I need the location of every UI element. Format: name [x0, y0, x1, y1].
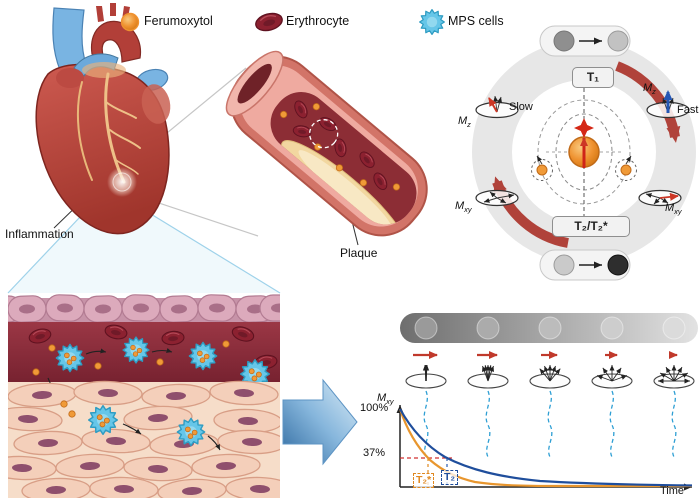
t1-signal-pill — [539, 25, 631, 57]
legend-icons — [120, 9, 445, 35]
legend-label-mps-cells: MPS cells — [448, 14, 504, 28]
plaque-label: Plaque — [340, 246, 378, 260]
t2star-decay-curve — [398, 408, 692, 488]
mxy-label-left: Mxy — [455, 200, 472, 215]
t2-label-box: T₂/T₂* — [552, 216, 630, 237]
mz-label-right: Mz — [643, 82, 656, 97]
dephasing-connector-squiggles — [423, 390, 677, 458]
mri-cycle-diagram — [472, 25, 696, 281]
erythrocyte-icon — [253, 10, 285, 34]
inflammation-glow — [107, 167, 137, 197]
slow-label: Slow — [509, 101, 533, 113]
t2-signal-pill — [539, 249, 631, 281]
t2star-label: T₂* — [413, 473, 435, 488]
signal-decay-diagram — [396, 313, 698, 491]
legend-label-erythrocyte: Erythrocyte — [286, 14, 350, 28]
gray-cycle-ring — [472, 40, 696, 264]
y-axis-37-label: 37% — [363, 447, 386, 459]
artery-lumen — [270, 92, 417, 225]
ferumoxytol-icon — [120, 12, 140, 32]
atrial-appendage — [56, 68, 84, 88]
graph-mxy-label: Mxy — [377, 392, 394, 407]
cycle-arrow-upper-right — [615, 61, 681, 143]
satellite-particle — [531, 155, 553, 181]
legend-label-ferumoxytol: Ferumoxytol — [144, 14, 213, 28]
t1-label-box: T₁ — [572, 67, 614, 88]
mz-label-left: Mz — [458, 115, 471, 130]
fast-label: Fast — [677, 104, 699, 116]
mxy-label-right: Mxy — [665, 202, 682, 217]
spin-diagram-slow-mz — [475, 95, 519, 119]
artery-illustration — [225, 50, 428, 237]
dashed-highlight-circle — [309, 119, 339, 149]
process-arrow — [282, 378, 358, 466]
dephasing-spin-diagrams — [405, 365, 695, 389]
time-axis-label: Time — [660, 485, 685, 497]
mps-cells-icon — [419, 9, 445, 35]
ferumoxytol-dipole-field — [531, 88, 637, 216]
spin-diagram-mxy-left — [475, 189, 519, 207]
t2-decay-curve — [399, 408, 693, 487]
spin-diagram-fast-mz — [646, 90, 690, 119]
tissue-panel — [8, 293, 280, 498]
inflammation-label: Inflammation — [5, 227, 74, 241]
spark-icon — [574, 118, 594, 138]
aorta — [90, 20, 142, 63]
satellite-particle — [615, 155, 637, 181]
spin-diagram-mxy-right — [638, 189, 682, 207]
y-axis-100-label: 100% — [360, 402, 389, 414]
heart-illustration — [35, 3, 171, 235]
t2-label: T₂ — [441, 470, 459, 485]
